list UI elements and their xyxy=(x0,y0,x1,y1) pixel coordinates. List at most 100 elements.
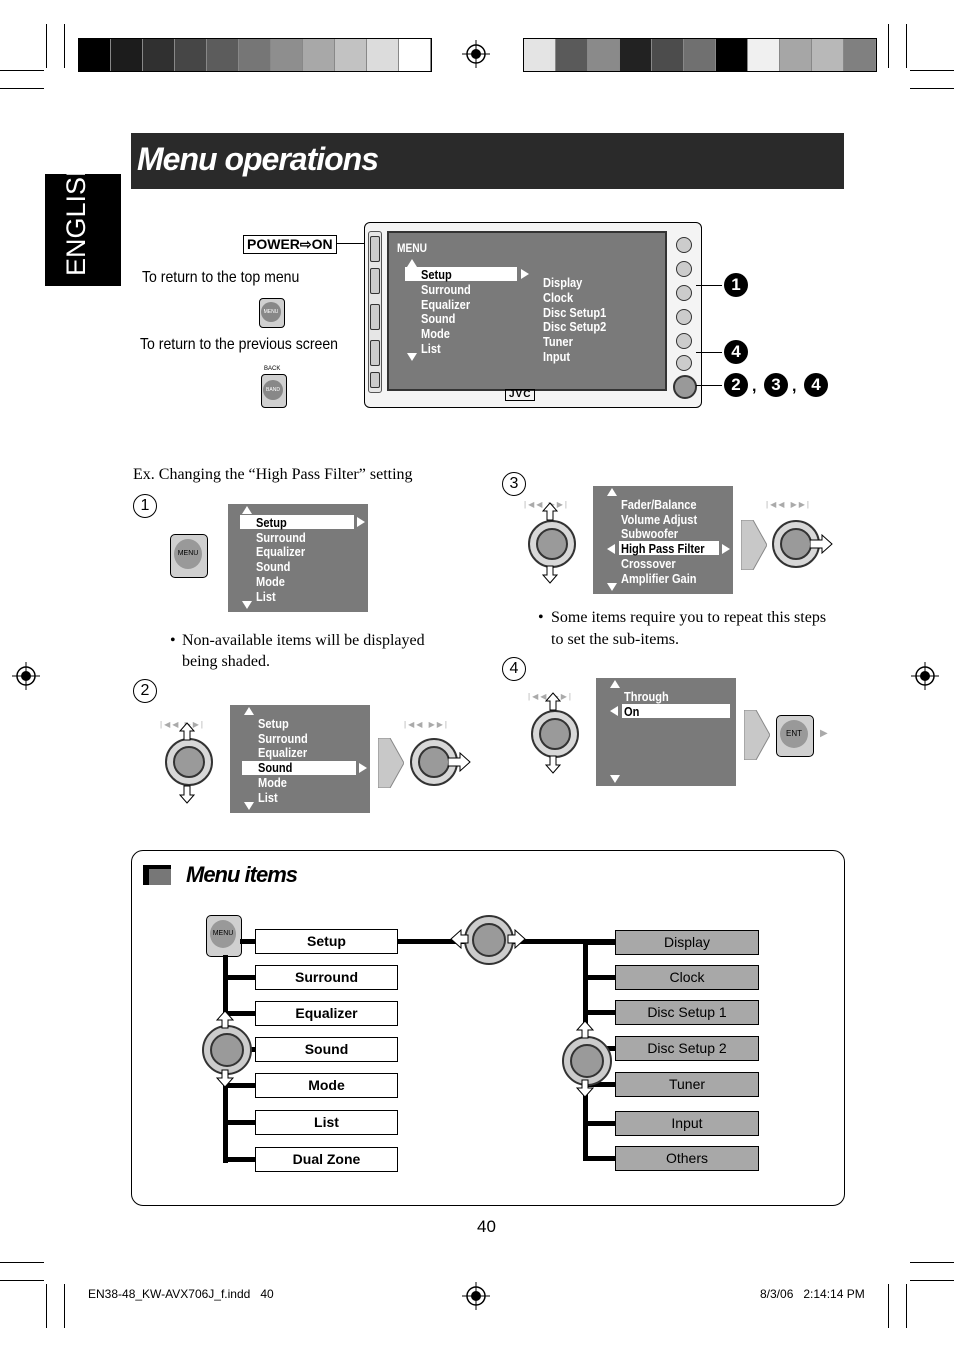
tree-line xyxy=(226,1083,256,1088)
control-knob[interactable] xyxy=(528,520,576,568)
color-swatch xyxy=(652,39,684,71)
menu-items-panel xyxy=(131,850,845,1206)
menu-box-right: Others xyxy=(615,1146,759,1171)
menu-entry: Volume Adjust xyxy=(621,511,698,527)
menu-entry: Through xyxy=(624,689,669,704)
scroll-down-icon xyxy=(407,353,417,361)
tree-line xyxy=(226,1157,256,1162)
menu-box-left: Sound xyxy=(255,1037,398,1062)
menu-entry: Sound xyxy=(258,760,293,776)
strip-button[interactable] xyxy=(370,372,380,388)
tree-line xyxy=(586,975,616,980)
control-knob[interactable] xyxy=(562,1036,612,1086)
strip-button[interactable] xyxy=(676,355,692,371)
menu-box-left: Dual Zone xyxy=(255,1147,398,1172)
arrow-right-icon xyxy=(357,517,365,527)
color-swatch xyxy=(588,39,620,71)
menu-entry: Mode xyxy=(258,774,287,790)
callout-step-2: 2 xyxy=(724,373,748,397)
menu-box-right: Display xyxy=(615,930,759,955)
menu-entry: On xyxy=(624,704,640,719)
ent-button[interactable]: ENT xyxy=(776,715,814,757)
language-label: ENGLISH xyxy=(61,157,91,276)
power-text: POWER xyxy=(247,236,300,252)
strip-button[interactable] xyxy=(370,268,380,294)
step-3-note: •Some items require you to repeat this s… xyxy=(538,607,828,651)
menu-box-right: Clock xyxy=(615,965,759,990)
next-arrow-icon xyxy=(741,520,767,570)
menu-entry: Disc Setup1 xyxy=(543,304,607,320)
tree-line xyxy=(226,1120,256,1125)
menu-entry: Surround xyxy=(421,281,471,297)
color-swatch xyxy=(620,39,652,71)
color-swatch xyxy=(844,39,876,71)
skip-icons: |◀◀ ▶▶| xyxy=(404,720,449,729)
scroll-down-icon xyxy=(610,775,620,783)
on-text: ON xyxy=(311,236,333,252)
control-knob[interactable] xyxy=(673,375,697,399)
strip-button[interactable] xyxy=(676,309,692,325)
menu-entry: List xyxy=(421,341,441,356)
menu-entry: Mode xyxy=(421,326,450,342)
up-down-arrow-icon xyxy=(216,1010,234,1088)
menu-button-label: MENU xyxy=(174,539,202,569)
callout-step-3: 3 xyxy=(764,373,788,397)
scroll-down-icon xyxy=(607,583,617,591)
tree-line xyxy=(586,1010,616,1015)
footer-file: EN38-48_KW-AVX706J_f.indd 40 xyxy=(88,1287,274,1301)
strip-button[interactable] xyxy=(370,304,380,330)
menu-entry: Surround xyxy=(256,529,306,545)
crop-mark xyxy=(910,88,954,89)
up-down-arrow-icon xyxy=(576,1020,594,1098)
language-tab: ENGLISH xyxy=(45,157,121,286)
ent-button-label: ENT xyxy=(780,720,808,748)
strip-button[interactable] xyxy=(676,237,692,253)
color-swatch xyxy=(684,39,716,71)
menu-entry: Sound xyxy=(421,311,456,327)
section-icon xyxy=(143,865,171,885)
color-bar-right xyxy=(523,38,877,72)
color-swatch xyxy=(399,39,431,71)
crop-mark xyxy=(906,1284,907,1328)
play-icon: ▶ xyxy=(820,728,828,739)
leader-line xyxy=(336,243,366,244)
menu-button[interactable]: MENU xyxy=(206,915,242,957)
tree-line xyxy=(586,1082,616,1087)
band-button[interactable]: BAND xyxy=(261,374,287,408)
control-knob[interactable] xyxy=(772,520,820,568)
menu-entry: Disc Setup2 xyxy=(543,319,607,335)
color-swatch xyxy=(812,39,844,71)
step-1-number: 1 xyxy=(133,494,157,518)
menu-button[interactable]: MENU xyxy=(170,534,208,578)
color-swatch xyxy=(556,39,588,71)
control-knob[interactable] xyxy=(464,915,514,965)
menu-button[interactable]: MENU xyxy=(259,298,285,328)
menu-entry: Mode xyxy=(256,573,285,589)
color-swatch xyxy=(748,39,780,71)
skip-icons: |◀◀ ▶▶| xyxy=(524,500,569,509)
strip-button[interactable] xyxy=(676,285,692,301)
menu-box-right: Disc Setup 1 xyxy=(615,1000,759,1025)
left-button-strip xyxy=(368,231,382,393)
color-swatch xyxy=(239,39,271,71)
crop-mark xyxy=(46,1284,47,1328)
right-button-strip xyxy=(673,231,697,401)
control-knob[interactable] xyxy=(165,738,213,786)
strip-button[interactable] xyxy=(676,333,692,349)
strip-button[interactable] xyxy=(370,340,380,366)
next-arrow-icon xyxy=(378,738,404,788)
scroll-down-icon xyxy=(242,601,252,609)
crop-mark xyxy=(0,1280,44,1281)
menu-button-label: MENU xyxy=(261,302,281,322)
menu-entry: Equalizer xyxy=(421,296,471,312)
strip-button[interactable] xyxy=(370,236,380,262)
menu-entry: Setup xyxy=(258,716,289,731)
crop-mark xyxy=(906,24,907,68)
menu-entry: Clock xyxy=(543,289,574,305)
strip-button[interactable] xyxy=(676,261,692,277)
crop-mark xyxy=(910,1280,954,1281)
menu-box-right: Tuner xyxy=(615,1072,759,1097)
arrow-left-icon xyxy=(607,544,615,554)
control-knob[interactable] xyxy=(531,710,579,758)
